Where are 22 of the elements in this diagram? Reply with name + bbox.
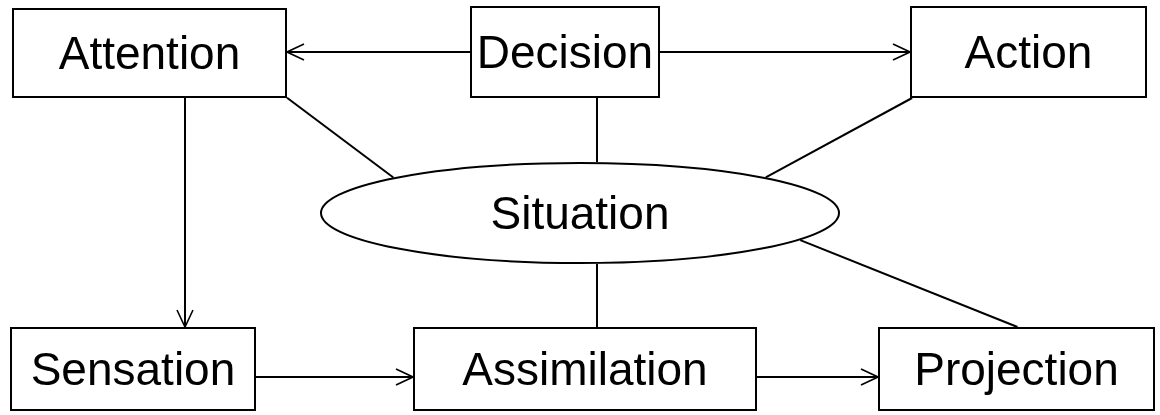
connector-line — [764, 97, 914, 179]
node-label: Action — [964, 29, 1093, 75]
node-label: Attention — [58, 30, 241, 76]
process-box — [878, 327, 1155, 411]
arrow — [659, 43, 911, 61]
node-label: Situation — [490, 190, 670, 236]
arrow — [255, 368, 414, 386]
process-box — [12, 8, 287, 98]
connector-line — [799, 239, 1019, 328]
process-box — [413, 327, 757, 411]
connector-line — [596, 262, 598, 328]
node-label: Assimilation — [462, 346, 708, 392]
node-label: Sensation — [30, 346, 236, 392]
connector-line — [596, 97, 598, 164]
process-box — [470, 6, 660, 98]
process-box — [910, 6, 1147, 98]
node-label: Decision — [476, 29, 654, 75]
arrow — [176, 97, 194, 328]
connector-line — [286, 96, 395, 179]
process-box — [10, 327, 256, 411]
arrow — [756, 368, 879, 386]
arrow — [286, 43, 471, 61]
